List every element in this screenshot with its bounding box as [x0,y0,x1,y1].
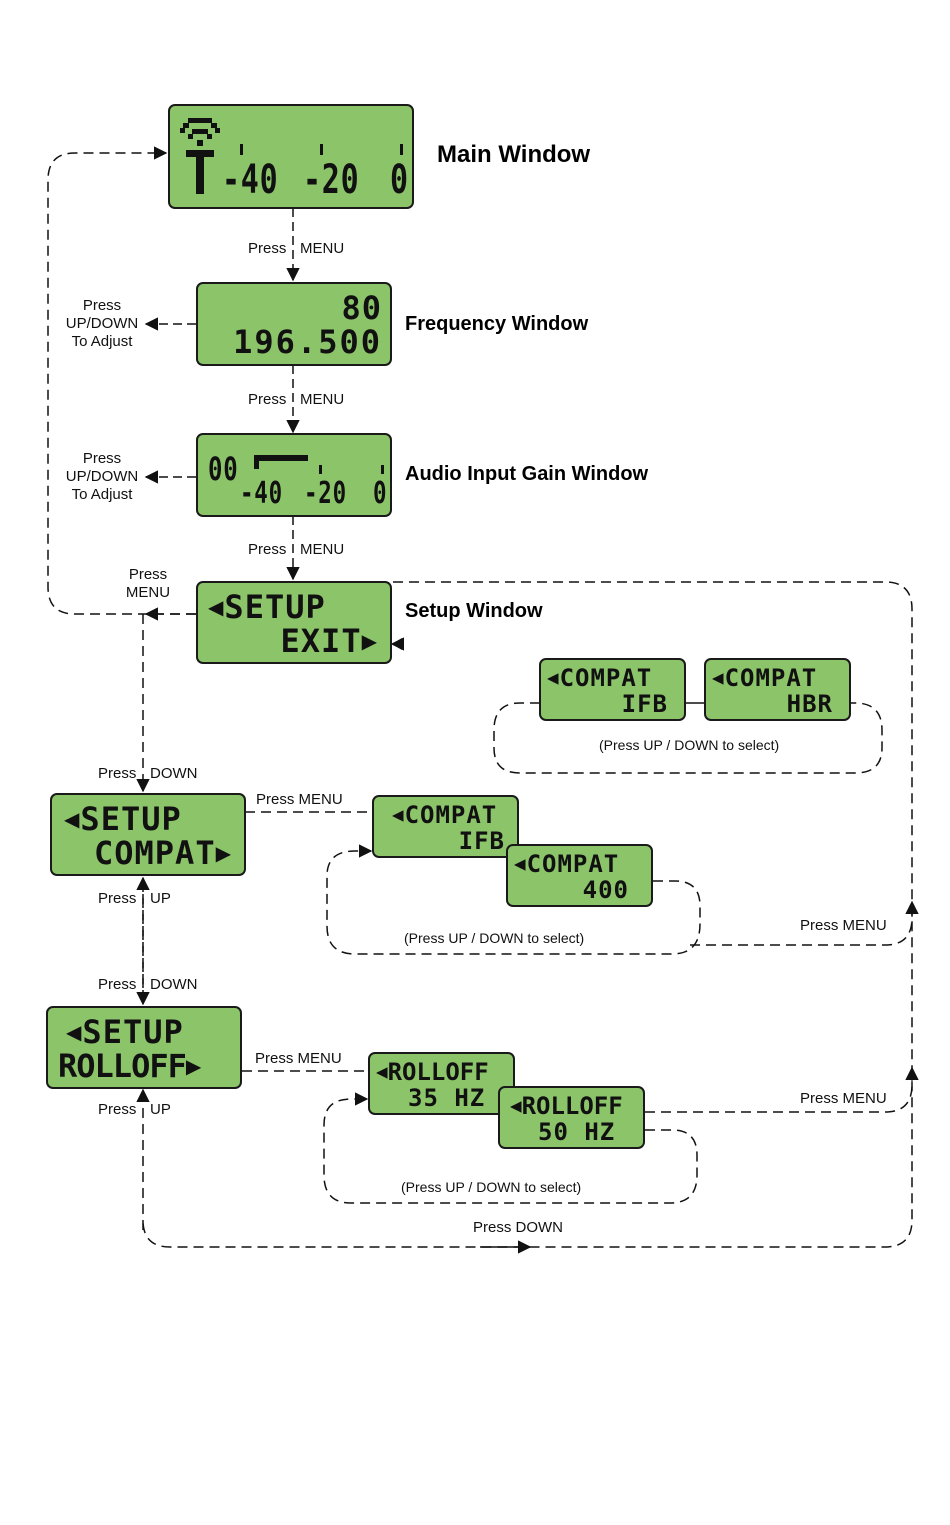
setup-line2: EXIT▶ [280,622,378,660]
main-window-title: Main Window [437,141,591,168]
compat-line1: ◀COMPAT [547,664,653,692]
label-press: Press [82,450,122,467]
gain-scale-minus20: -20 [304,476,347,511]
setup-compat-line2: COMPAT▶ [93,834,232,872]
rolloff-50hz-option: ◀ROLLOFF 50 HZ [498,1086,645,1149]
antenna-signal-icon [180,118,220,194]
label-menu: MENU [300,391,345,408]
rolloff-line1: ◀ROLLOFF [510,1092,623,1120]
gain-level-bar [254,455,308,461]
label-press-menu: Press MENU [255,1050,342,1067]
frequency-adjust-label: Press UP/DOWN To Adjust [62,297,142,351]
rolloff-value: 50 HZ [538,1118,616,1146]
label-up: UP [150,1101,171,1118]
label-press: Press [248,240,287,257]
label-press: Press [98,976,137,993]
setup-line1: ◀SETUP [208,588,326,626]
compat-400-option: ◀COMPAT 400 [506,844,653,907]
compat-top-loop [493,702,883,774]
compat-line1: ◀COMPAT [514,850,620,878]
compat-loop [326,844,701,955]
compat-hint: (Press UP / DOWN to select) [404,930,585,946]
label-press: Press [82,297,122,314]
compat-ifb-option: ◀COMPAT IFB [372,795,519,858]
gain-adjust-label: Press UP/DOWN To Adjust [62,450,142,504]
setup-rolloff-line2: ROLLOFF▶ [58,1047,201,1085]
compat-line1: ◀COMPAT [712,664,818,692]
rolloff-menu-to-exit [645,1066,919,1113]
compat-line1: ◀COMPAT [392,801,498,829]
main-scale-minus20: -20 [303,157,360,203]
label-press-menu: Press MENU [800,1090,887,1107]
label-menu: MENU [300,240,345,257]
setup-rolloff-lcd: ◀SETUP ROLLOFF▶ [46,1006,242,1089]
label-down: DOWN [150,976,198,993]
label-down: DOWN [150,765,198,782]
label-updown: UP/DOWN [65,315,139,332]
arrow-loop-to-setup-exit [142,581,913,1248]
label-press: Press [98,890,137,907]
rolloff-35hz-option: ◀ROLLOFF 35 HZ [368,1052,515,1115]
rolloff-line1: ◀ROLLOFF [376,1058,489,1086]
main-window-lcd: -40 -20 0 [168,104,414,209]
compat-value: 400 [582,876,629,904]
label-press-menu: Press MENU [800,917,887,934]
label-press: Press [248,541,287,558]
gain-window-lcd: 00 -40 -20 0 [196,433,392,517]
label-menu: MENU [125,584,171,601]
label-press-down: Press DOWN [473,1219,563,1236]
frequency-window-title: Frequency Window [405,313,589,335]
frequency-window-lcd: 80 196.500 [196,282,392,366]
label-press: Press [248,391,287,408]
compat-value: HBR [786,690,833,718]
label-menu: MENU [300,541,345,558]
setup-window-title: Setup Window [405,600,543,622]
main-scale-minus40: -40 [222,157,279,203]
gain-window-title: Audio Input Gain Window [405,463,649,485]
label-to-adjust: To Adjust [71,486,133,503]
compat-menu-to-exit [690,900,919,946]
label-press: Press [98,1101,137,1118]
arrow-setup-exit-to-main [47,146,196,615]
compat-top-hint: (Press UP / DOWN to select) [599,737,780,753]
gain-scale-minus40: -40 [240,476,283,511]
setup-press-menu-label: Press MENU [118,566,178,602]
label-up: UP [150,890,171,907]
compat-hbr-screen: ◀COMPAT HBR [704,658,851,721]
compat-value: IFB [458,827,505,855]
label-press-menu: Press MENU [256,791,343,808]
setup-rolloff-line1: ◀SETUP [66,1013,184,1051]
setup-window-lcd: ◀SETUP EXIT▶ [196,581,392,664]
gain-scale-0: 0 [373,476,388,511]
label-updown: UP/DOWN [65,468,139,485]
label-press: Press [98,765,137,782]
setup-compat-line1: ◀SETUP [64,800,182,838]
label-to-adjust: To Adjust [71,333,133,350]
rolloff-loop [323,1092,698,1204]
compat-ifb-screen: ◀COMPAT IFB [539,658,686,721]
gain-value: 00 [208,450,239,488]
setup-compat-lcd: ◀SETUP COMPAT▶ [50,793,246,876]
compat-value: IFB [621,690,668,718]
rolloff-value: 35 HZ [408,1084,486,1112]
main-scale-0: 0 [390,157,409,203]
frequency-value: 196.500 [233,323,382,361]
rolloff-hint: (Press UP / DOWN to select) [401,1179,582,1195]
frequency-channel: 80 [341,289,382,327]
label-press: Press [128,566,168,583]
